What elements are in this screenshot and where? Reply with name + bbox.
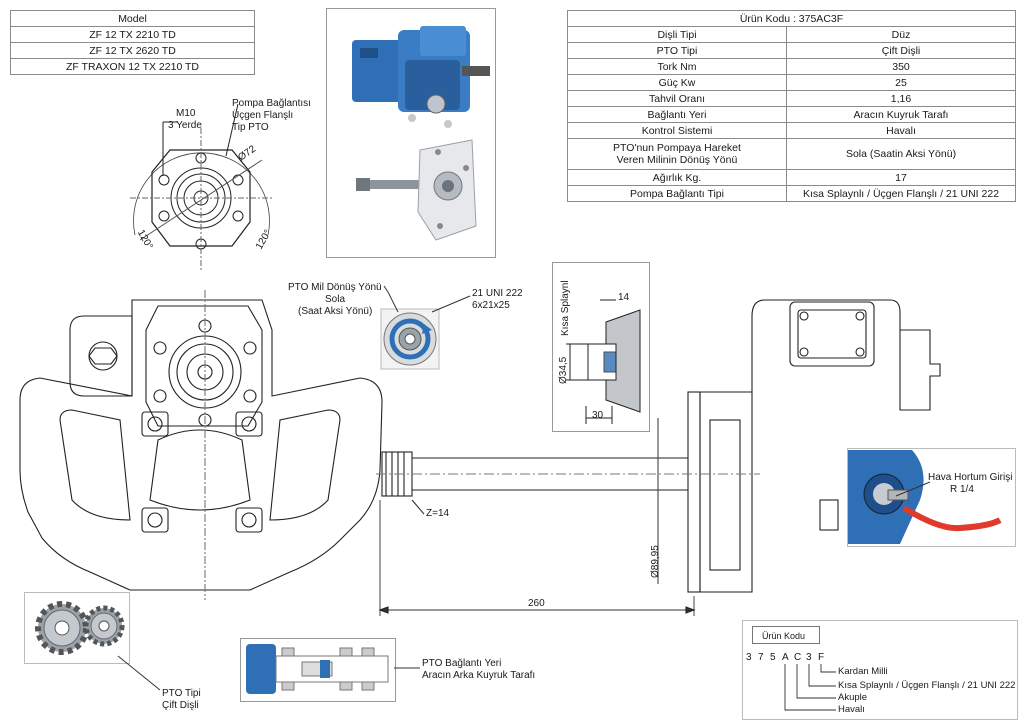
spec-value: Sola (Saatin Aksi Yönü) — [786, 138, 1016, 170]
flange-title-line3: Tip PTO — [232, 122, 269, 133]
code-meaning: Kısa Splaynlı / Üçgen Flanşlı / 21 UNI 2… — [838, 680, 1016, 691]
spec-value: Çift Dişli — [786, 42, 1016, 59]
flange-bolt-count: 3 Yerde — [168, 120, 202, 131]
spec-label: Kontrol Sistemi — [567, 122, 787, 139]
pto-unit-photo — [352, 26, 490, 128]
model-row: ZF TRAXON 12 TX 2210 TD — [10, 58, 255, 75]
shaft-length-label: 260 — [528, 598, 545, 609]
flange-bolt-label: M10 — [176, 108, 196, 119]
code-char: 3 — [806, 652, 812, 663]
spline-standard: 21 UNI 222 — [472, 288, 523, 299]
pto-type-title: PTO Tipi — [162, 688, 201, 699]
gear-icon — [35, 601, 89, 655]
spec-label: Bağlantı Yeri — [567, 106, 787, 123]
code-char: 5 — [770, 652, 776, 663]
truck-cab-icon — [246, 644, 276, 694]
pto-type-value: Çift Dişli — [162, 700, 199, 711]
code-meaning: Akuple — [838, 692, 868, 703]
spec-label: Pompa Bağlantı Tipi — [567, 185, 787, 202]
code-meaning: Kardan Milli — [838, 666, 888, 677]
spline-detail-short-length: 14 — [618, 292, 630, 303]
spline-size: 6x21x25 — [472, 300, 510, 311]
flange-title-line1: Pompa Bağlantısı — [232, 98, 311, 109]
air-inlet-title: Hava Hortum Girişi — [928, 472, 1013, 483]
rotation-title: PTO Mil Dönüş Yönü — [288, 282, 382, 293]
spec-row: PTO'nun Pompaya Hareket Veren Milinin Dö… — [567, 138, 1016, 170]
mount-value: Aracın Arka Kuyruk Tarafı — [422, 670, 536, 681]
spec-value: Kısa Splaynlı / Üçgen Flanşlı / 21 UNI 2… — [786, 185, 1016, 202]
spec-label: Ağırlık Kg. — [567, 169, 787, 186]
code-meaning: Havalı — [838, 704, 865, 715]
code-key-header: Ürün Kodu — [762, 631, 806, 641]
code-char: 7 — [758, 652, 764, 663]
model-table: Model ZF 12 TX 2210 TD ZF 12 TX 2620 TD … — [10, 10, 255, 75]
rotation-note: (Saat Aksi Yönü) — [298, 306, 373, 317]
rotation-arrow-icon — [422, 324, 432, 334]
code-char: 3 — [746, 652, 752, 663]
shaft-flange-photo — [356, 139, 477, 241]
spec-row: Ağırlık Kg.17 — [567, 169, 1016, 186]
spline-detail-long-length: 30 — [592, 410, 604, 421]
code-key-frame — [742, 620, 1018, 720]
flange-title-line2: Üçgen Flanşlı — [232, 110, 294, 121]
spec-table-header: Ürün Kodu : 375AC3F — [567, 10, 1016, 27]
rotation-direction: Sola — [325, 294, 346, 305]
code-char: A — [782, 652, 789, 663]
mount-title: PTO Bağlantı Yeri — [422, 658, 502, 669]
air-inlet-thread: R 1/4 — [950, 484, 974, 495]
code-char: C — [794, 652, 802, 663]
gear-icon — [83, 605, 125, 647]
spec-value: Aracın Kuyruk Tarafı — [786, 106, 1016, 123]
code-char: F — [818, 652, 825, 663]
shaft-teeth-label: Z=14 — [426, 508, 450, 519]
code-key-header-box — [752, 626, 820, 644]
spec-label: PTO'nun Pompaya Hareket Veren Milinin Dö… — [567, 138, 787, 170]
